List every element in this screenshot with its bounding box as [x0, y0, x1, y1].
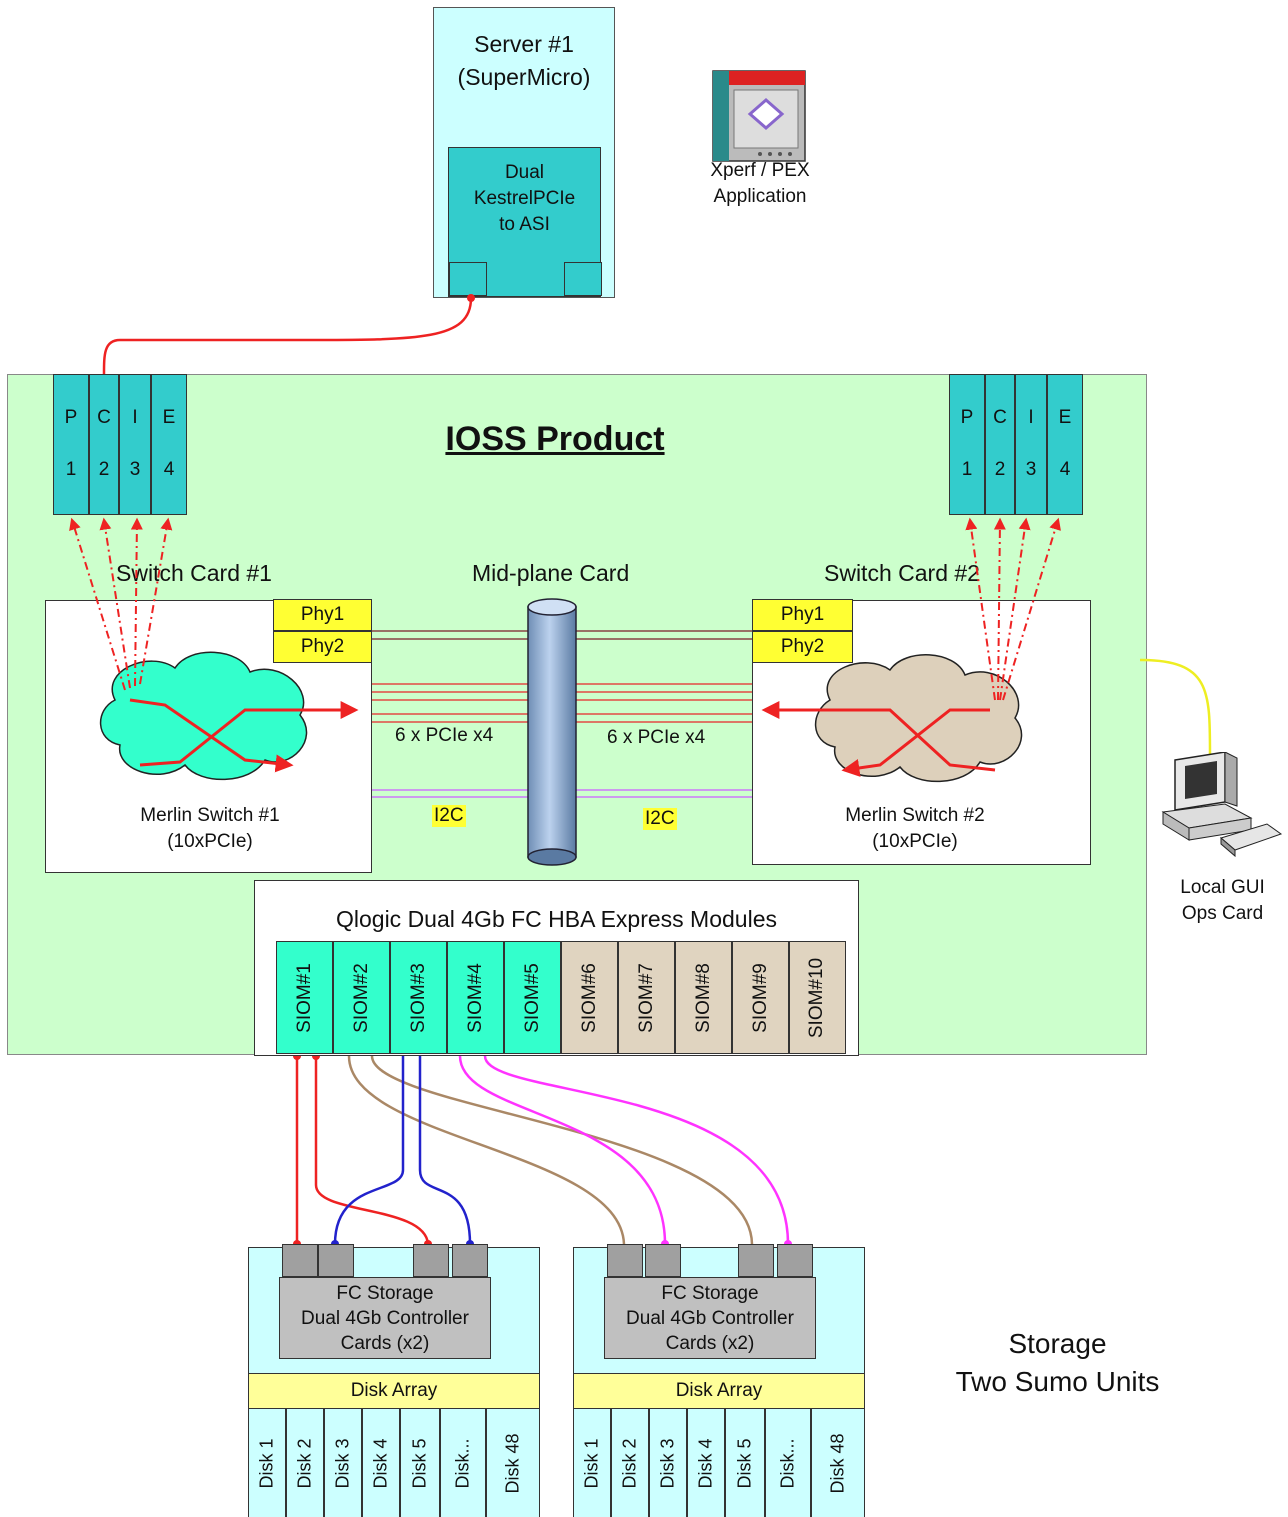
siom-8: SIOM#8: [675, 941, 732, 1054]
pcie-slot-left-3: I 3: [119, 374, 151, 515]
disk-2: Disk 2: [286, 1409, 324, 1517]
pcie-slot-right-2: C 2: [985, 374, 1015, 515]
controller-port: [413, 1244, 449, 1277]
siom-2: SIOM#2: [333, 941, 390, 1054]
controller-card-2: FC Storage Dual 4Gb Controller Cards (x2…: [604, 1277, 816, 1359]
disk-4: Disk 4: [687, 1409, 725, 1517]
merlin-switch-1-label: Merlin Switch #1 (10xPCIe): [140, 805, 280, 852]
switch-card-2-label: Switch Card #2: [824, 560, 980, 586]
disk-3: Disk 3: [649, 1409, 687, 1517]
siom-10: SIOM#10: [789, 941, 846, 1054]
pcie-slot-right-1: P 1: [949, 374, 985, 515]
i2c-right-label: I2C: [643, 808, 677, 830]
xperf-label: Xperf / PEX Application: [710, 160, 810, 207]
storage-label: Storage Two Sumo Units: [955, 1328, 1160, 1397]
switch-2-phy1: Phy1: [752, 599, 853, 631]
switch-card-1-label: Switch Card #1: [116, 560, 272, 586]
kestrel-port-right: [564, 262, 602, 296]
midplane-left-link-label: 6 x PCIe x4: [395, 725, 494, 746]
siom-1: SIOM#1: [276, 941, 333, 1054]
disk-4: Disk 4: [362, 1409, 400, 1517]
local-gui-label: Local GUI Ops Card: [1180, 877, 1265, 924]
controller-port: [282, 1244, 318, 1277]
i2c-left-label: I2C: [432, 805, 466, 827]
disk-3: Disk 3: [324, 1409, 362, 1517]
disk-more: Disk...: [440, 1409, 486, 1517]
disk-1: Disk 1: [573, 1409, 611, 1517]
siom-6: SIOM#6: [561, 941, 618, 1054]
switch-2-phy2: Phy2: [752, 631, 853, 663]
siom-9: SIOM#9: [732, 941, 789, 1054]
midplane-right-link-label: 6 x PCIe x4: [607, 727, 706, 748]
pcie-slot-right-4: E 4: [1047, 374, 1083, 515]
controller-port: [452, 1244, 488, 1277]
controller-port: [318, 1244, 354, 1277]
siom-4: SIOM#4: [447, 941, 504, 1054]
disk-5: Disk 5: [400, 1409, 440, 1517]
desktop-computer-icon: [1161, 752, 1283, 858]
controller-port: [777, 1244, 813, 1277]
disk-2: Disk 2: [611, 1409, 649, 1517]
disk-1: Disk 1: [248, 1409, 286, 1517]
kestrel-adapter-label: Dual KestrelPCIe to ASI: [473, 162, 576, 235]
controller-port: [738, 1244, 774, 1277]
ioss-title: IOSS Product: [445, 420, 665, 458]
application-window-icon: [712, 70, 806, 162]
controller-port: [607, 1244, 643, 1277]
pcie-slot-left-1: P 1: [53, 374, 89, 515]
server-title: Server #1 (SuperMicro): [457, 31, 591, 90]
siom-3: SIOM#3: [390, 941, 447, 1054]
disk-48: Disk 48: [811, 1409, 865, 1517]
disk-array-1: Disk Array: [248, 1373, 540, 1409]
midplane-label: Mid-plane Card: [472, 560, 630, 586]
siom-5: SIOM#5: [504, 941, 561, 1054]
pcie-slot-left-2: C 2: [89, 374, 119, 515]
disk-48: Disk 48: [486, 1409, 540, 1517]
switch-1-phy1: Phy1: [273, 599, 372, 631]
pcie-slot-right-3: I 3: [1015, 374, 1047, 515]
hba-title: Qlogic Dual 4Gb FC HBA Express Modules: [335, 906, 777, 932]
kestrel-port-left: [449, 262, 487, 296]
controller-card-1: FC Storage Dual 4Gb Controller Cards (x2…: [279, 1277, 491, 1359]
disk-array-2: Disk Array: [573, 1373, 865, 1409]
controller-port: [645, 1244, 681, 1277]
merlin-switch-2-label: Merlin Switch #2 (10xPCIe): [845, 805, 985, 852]
switch-1-phy2: Phy2: [273, 631, 372, 663]
disk-5: Disk 5: [725, 1409, 765, 1517]
siom-7: SIOM#7: [618, 941, 675, 1054]
pcie-slot-left-4: E 4: [151, 374, 187, 515]
disk-more: Disk...: [765, 1409, 811, 1517]
